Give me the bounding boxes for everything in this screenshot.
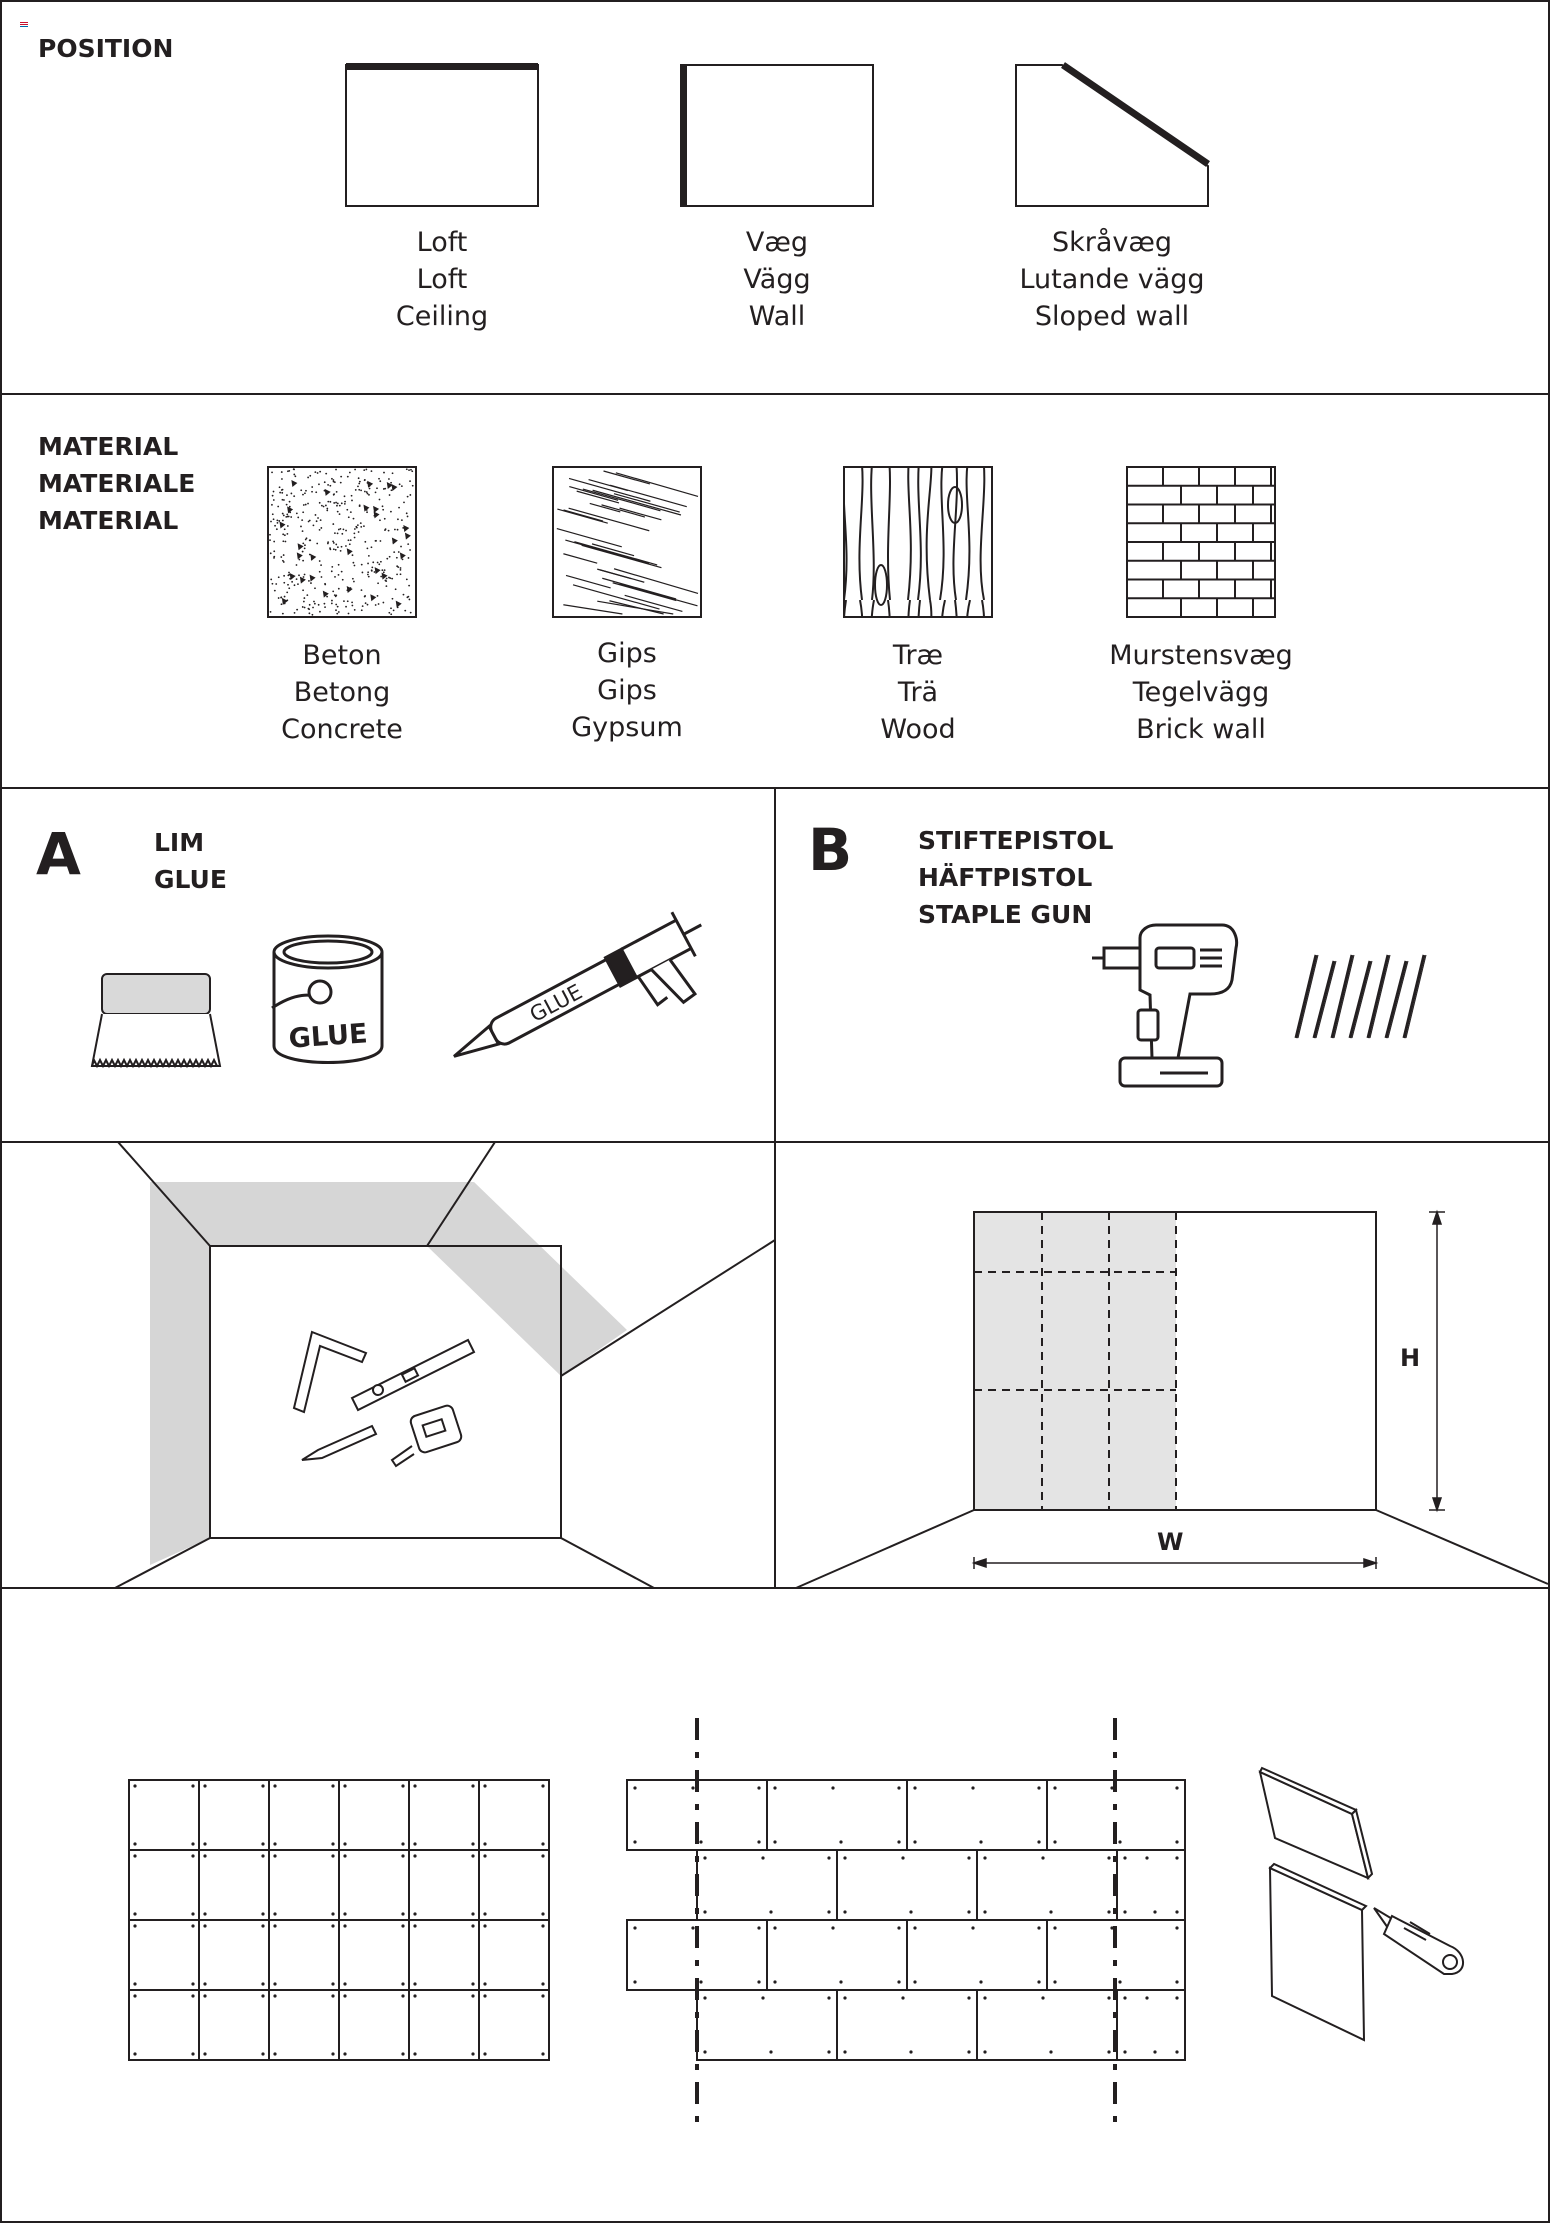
spirit-level-icon	[350, 1338, 476, 1412]
ceiling-position-icon	[345, 63, 539, 207]
staples-icon	[1294, 954, 1427, 1039]
wood-swatch-icon	[843, 466, 993, 618]
position-heading: POSITION	[38, 34, 174, 63]
method-b-letter: B	[808, 816, 853, 884]
utility-knife-icon	[1373, 1907, 1464, 1975]
flag-icon	[20, 22, 28, 27]
wall-position-icon	[680, 64, 874, 207]
sloped-wall-position-icon	[1015, 62, 1210, 207]
width-dimension-label: W	[1157, 1528, 1184, 1556]
panel-cutting-illustration	[1258, 1766, 1374, 2042]
glue-bucket-label: GLUE	[288, 1018, 369, 1054]
glue-bucket-icon: GLUE	[271, 934, 384, 1064]
gypsum-swatch-icon	[552, 466, 702, 618]
pencil-icon	[301, 1424, 378, 1461]
method-a-letter: A	[36, 820, 81, 888]
brick-swatch-icon	[1126, 466, 1276, 618]
tape-measure-icon	[390, 1404, 463, 1468]
carpenter-square-icon	[292, 1330, 368, 1414]
wall-dimension-diagram	[795, 1209, 1549, 1589]
room-measuring-scene	[114, 1141, 776, 1589]
straight-grid-layout	[128, 1779, 550, 2061]
concrete-swatch-icon	[267, 466, 417, 618]
height-dimension-label: H	[1400, 1344, 1421, 1372]
caulking-gun-icon: GLUE	[453, 911, 702, 1058]
notched-trowel-icon	[90, 973, 222, 1069]
staggered-brick-layout	[626, 1718, 1186, 2126]
staple-gun-icon	[1092, 923, 1239, 1088]
